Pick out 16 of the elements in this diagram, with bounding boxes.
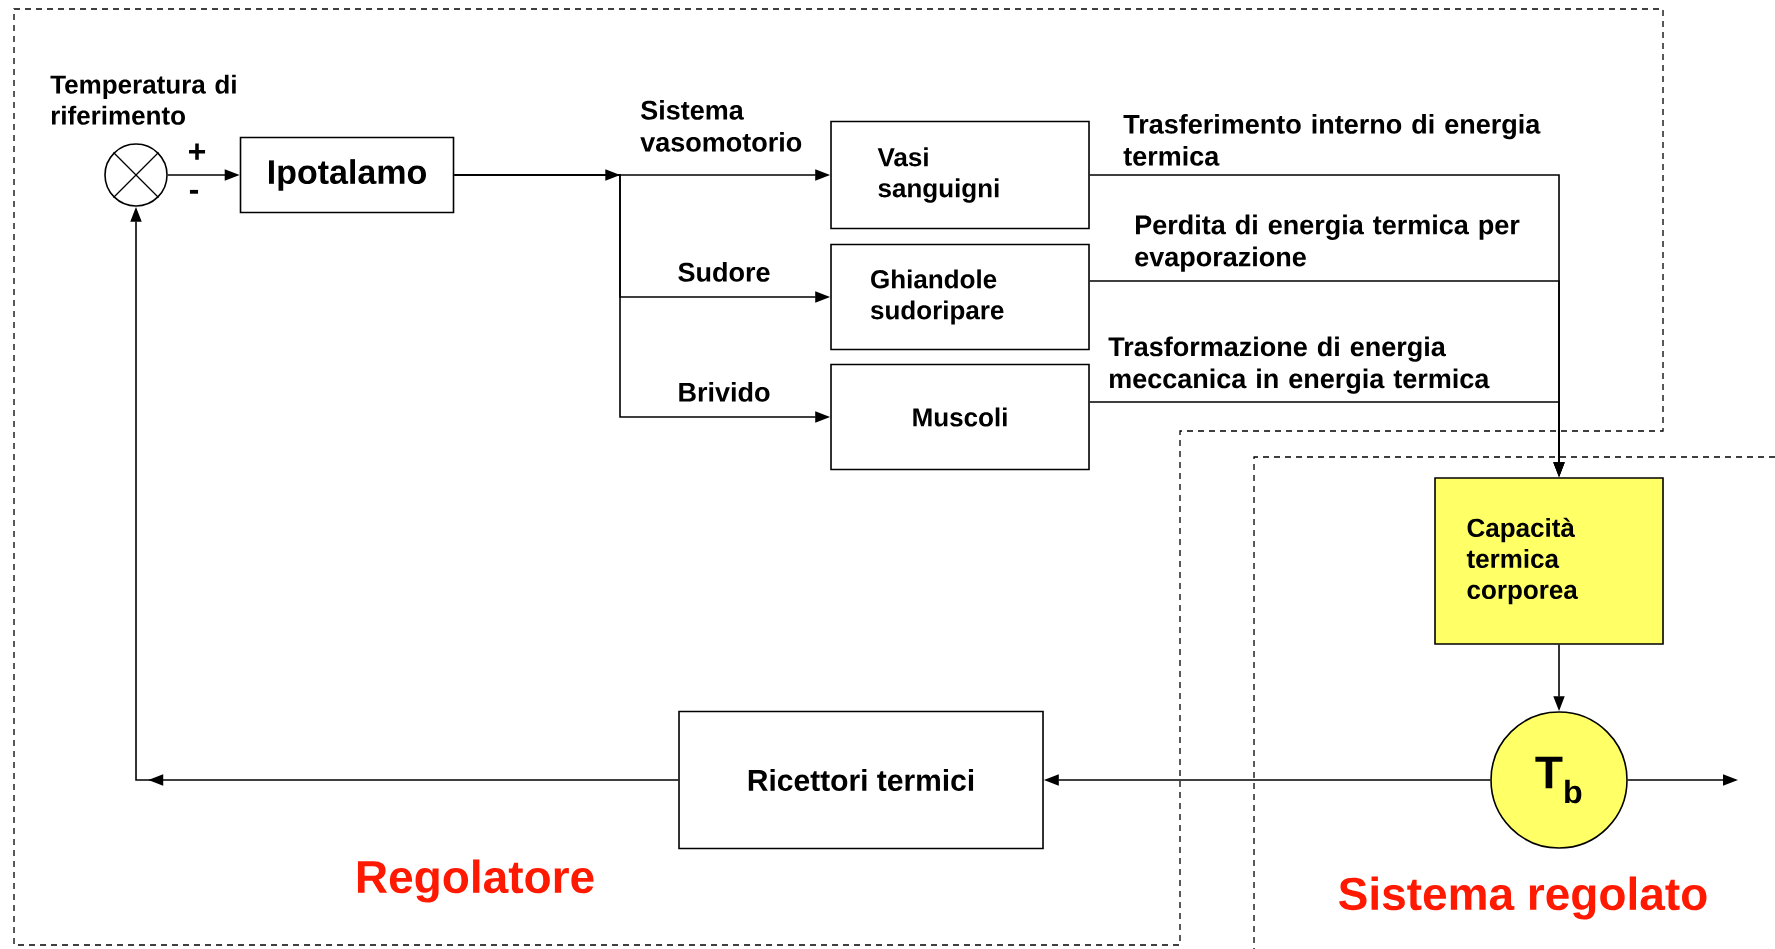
sign-label: - bbox=[189, 189, 199, 194]
edge-label: Sudore bbox=[678, 261, 770, 282]
summing-junction bbox=[104, 143, 168, 207]
process-box: Ricettori termici bbox=[678, 710, 1044, 850]
node-caption: Temperatura di riferimento bbox=[50, 74, 236, 125]
process-box: Muscoli bbox=[830, 363, 1090, 471]
process-box: Capacità termica corporea bbox=[1434, 477, 1664, 645]
process-box: Ipotalamo bbox=[239, 136, 455, 214]
edge-label: Sistema vasomotorio bbox=[640, 99, 802, 152]
edge-label: Trasferimento interno di energia termica bbox=[1123, 113, 1541, 166]
process-box: Ghiandole sudoripare bbox=[830, 243, 1090, 351]
edge-label: Brivido bbox=[679, 381, 770, 402]
process-box: Vasi sanguigni bbox=[830, 120, 1090, 230]
edge-label: Trasformazione di energia meccanica in energia termica bbox=[1108, 336, 1490, 394]
sign-label: + bbox=[189, 143, 206, 160]
edge-label: Perdita di energia termica per evaporazione bbox=[1135, 214, 1520, 272]
